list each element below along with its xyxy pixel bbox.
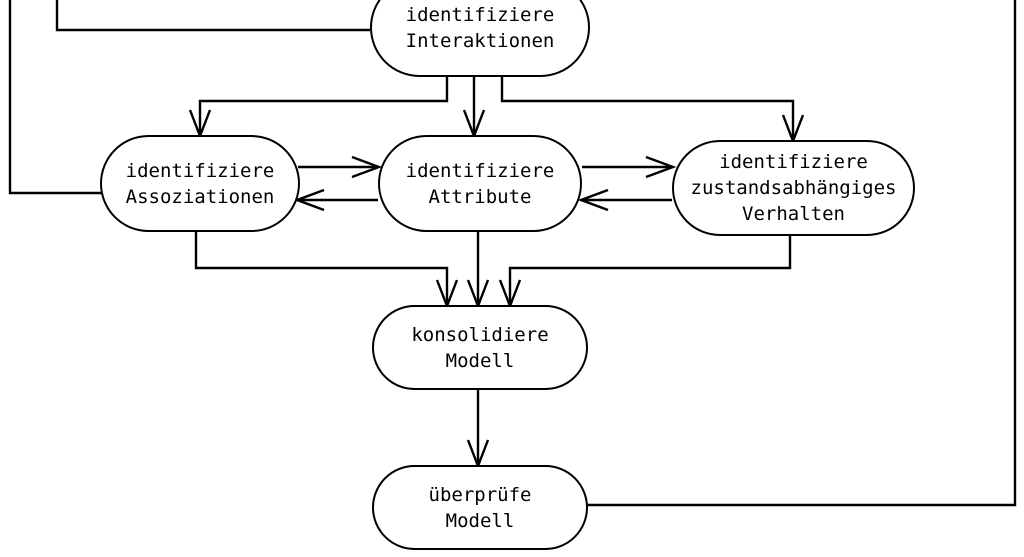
node-label: konsolidiere Modell xyxy=(411,323,549,372)
node-label: identifiziere Assoziationen xyxy=(125,159,275,208)
node-label: identifiziere Attribute xyxy=(405,159,555,208)
node-identifiziere-zustandsabhaengiges-verhalten[interactable]: identifiziere zustandsabhängiges Verhalt… xyxy=(672,140,915,236)
edge-interaktionen-feedback-left xyxy=(55,0,370,32)
edge-interaktionen-verhalten xyxy=(500,77,805,145)
edge-attribute-verhalten xyxy=(582,155,677,179)
node-konsolidiere-modell[interactable]: konsolidiere Modell xyxy=(372,305,588,390)
node-ueberpruefe-modell[interactable]: überprüfe Modell xyxy=(372,465,588,550)
edge-verhalten-attribute xyxy=(577,188,672,212)
edge-assoziationen-konsolidiere xyxy=(194,232,459,310)
edge-verhalten-konsolidiere xyxy=(498,236,792,310)
edge-attribute-assoziationen xyxy=(293,188,378,212)
edge-offscreen-assoziationen-left xyxy=(8,0,103,195)
edge-assoziationen-attribute xyxy=(298,155,383,179)
edge-interaktionen-attribute xyxy=(462,77,486,140)
node-identifiziere-interaktionen[interactable]: identifiziere Interaktionen xyxy=(370,0,590,77)
edge-attribute-konsolidiere xyxy=(466,232,490,310)
node-label: überprüfe Modell xyxy=(428,483,532,532)
node-label: identifiziere zustandsabhängiges Verhalt… xyxy=(690,151,897,225)
edge-interaktionen-assoziationen xyxy=(188,77,449,140)
node-label: identifiziere Interaktionen xyxy=(405,3,555,52)
node-identifiziere-attribute[interactable]: identifiziere Attribute xyxy=(378,135,582,232)
edge-ueberpruefe-feedback-right xyxy=(586,0,1017,507)
node-identifiziere-assoziationen[interactable]: identifiziere Assoziationen xyxy=(100,135,300,232)
edge-konsolidiere-ueberpruefe xyxy=(466,390,490,470)
